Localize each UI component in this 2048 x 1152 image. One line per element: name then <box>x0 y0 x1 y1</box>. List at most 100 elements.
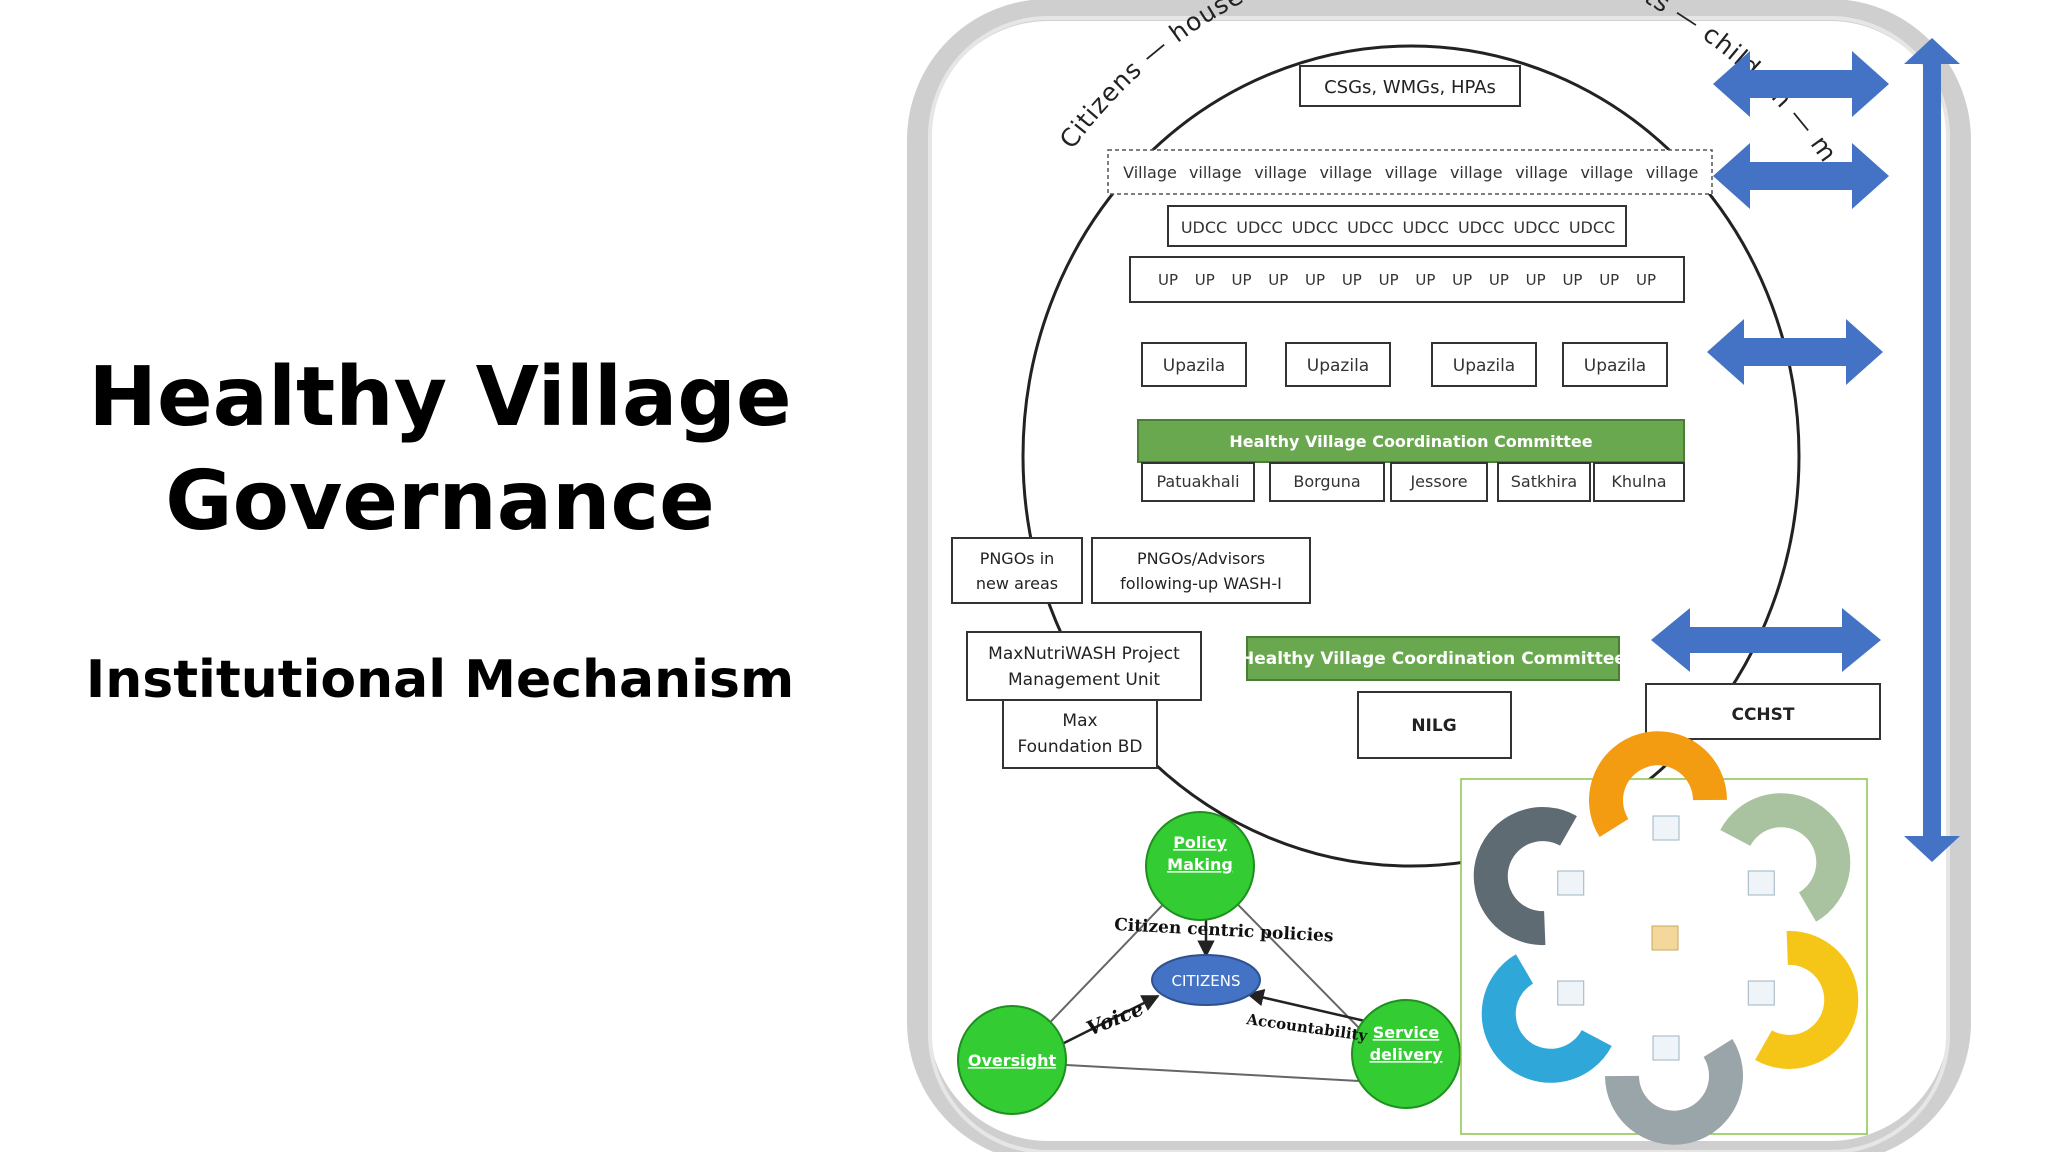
district-label: Borguna <box>1293 472 1360 491</box>
pngo-advisors-box: PNGOs/Advisors following-up WASH-I <box>1091 537 1311 604</box>
pmu-line1: MaxNutriWASH Project <box>988 644 1180 664</box>
nilg-box: NILG <box>1357 691 1512 759</box>
udcc-label: UDCC <box>1403 218 1449 237</box>
up-label: UP <box>1562 271 1582 289</box>
oversight-node: Oversight <box>957 1005 1067 1115</box>
upazila-label: Upazila <box>1307 356 1369 376</box>
ring-segment <box>1589 731 1727 841</box>
csgs-box: CSGs, WMGs, HPAs <box>1299 65 1521 107</box>
ring-segment <box>1473 807 1585 946</box>
slide-title: Healthy Village Governance <box>0 346 880 554</box>
village-label: village <box>1254 163 1307 182</box>
cchst-label: CCHST <box>1731 705 1794 725</box>
diagram-frame-inner <box>928 16 1950 1152</box>
governance-circle <box>1021 44 1801 868</box>
hvcc-national-label: Healthy Village Coordination Committee <box>1240 649 1626 669</box>
upazila-label: Upazila <box>1163 356 1225 376</box>
upazila-label: Upazila <box>1584 356 1646 376</box>
udcc-label: UDCC <box>1236 218 1282 237</box>
district-box: Jessore <box>1390 462 1488 502</box>
pngo-new-line1: PNGOs in <box>980 549 1055 568</box>
max-foundation-box: Max Foundation BD <box>1002 699 1158 769</box>
pngo-advisors-line1: PNGOs/Advisors <box>1137 549 1265 568</box>
ring-segment <box>1605 1035 1743 1145</box>
pmu-line2: Management Unit <box>1008 670 1160 690</box>
pngo-new-line2: new areas <box>976 574 1058 593</box>
village-label: village <box>1515 163 1568 182</box>
up-label: UP <box>1305 271 1325 289</box>
double-arrow-3 <box>1707 319 1883 385</box>
ring-icon <box>1652 1035 1680 1061</box>
udcc-label: UDCC <box>1292 218 1338 237</box>
double-arrow-1 <box>1713 51 1889 117</box>
up-label: UP <box>1232 271 1252 289</box>
oversight-label: Oversight <box>968 1051 1057 1070</box>
up-label: UP <box>1489 271 1509 289</box>
udcc-label: UDCC <box>1569 218 1615 237</box>
district-label: Satkhira <box>1511 472 1577 491</box>
csgs-label: CSGs, WMGs, HPAs <box>1324 77 1496 98</box>
upazila-box: Upazila <box>1431 342 1537 387</box>
up-label: UP <box>1415 271 1435 289</box>
nilg-label: NILG <box>1411 716 1456 736</box>
ring-icon <box>1557 870 1585 896</box>
up-label: UP <box>1452 271 1472 289</box>
service-delivery-line1: Service <box>1373 1023 1440 1042</box>
up-label: UP <box>1195 271 1215 289</box>
ring-icon <box>1557 980 1585 1006</box>
up-label: UP <box>1599 271 1619 289</box>
up-label: UP <box>1158 271 1178 289</box>
upazila-box: Upazila <box>1285 342 1391 387</box>
policy-making-line1: Policy <box>1173 833 1227 852</box>
district-box: Patuakhali <box>1141 462 1255 502</box>
max-line1: Max <box>1062 711 1097 731</box>
district-row: Patuakhali Borguna Jessore Satkhira Khulna <box>1141 462 1685 502</box>
village-label: village <box>1580 163 1633 182</box>
hvcc-district-label: Healthy Village Coordination Committee <box>1229 432 1592 451</box>
ring-icon <box>1747 870 1775 896</box>
title-block: Healthy Village Governance Institutional… <box>0 0 880 1152</box>
district-label: Jessore <box>1409 472 1467 491</box>
governance-triangle: Policy Making Oversight Service delivery… <box>957 811 1461 1115</box>
ring-segment <box>1747 930 1859 1069</box>
double-arrows <box>1651 38 1960 862</box>
slide-title-line1: Healthy Village <box>88 350 792 445</box>
upazila-box: Upazila <box>1562 342 1668 387</box>
up-label: UP <box>1268 271 1288 289</box>
up-label: UP <box>1526 271 1546 289</box>
district-box: Khulna <box>1593 462 1685 502</box>
citizens-label: CITIZENS <box>1172 972 1241 990</box>
district-label: Patuakhali <box>1156 472 1239 491</box>
policy-making-line2: Making <box>1167 855 1233 874</box>
service-delivery-line2: delivery <box>1370 1045 1443 1064</box>
cycle-graphic-panel <box>1460 731 1868 1145</box>
up-label: UP <box>1636 271 1656 289</box>
cchst-box: CCHST <box>1645 683 1881 740</box>
udcc-label: UDCC <box>1513 218 1559 237</box>
ring-segment <box>1481 954 1612 1083</box>
upazila-row: Upazila Upazila Upazila Upazila <box>1141 342 1668 387</box>
hvcc-national-header: Healthy Village Coordination Committee <box>1240 636 1626 681</box>
up-label: UP <box>1379 271 1399 289</box>
village-label: village <box>1450 163 1503 182</box>
pngo-advisors-line2: following-up WASH-I <box>1120 574 1282 593</box>
pngo-new-box: PNGOs in new areas <box>951 537 1083 604</box>
udcc-label: UDCC <box>1458 218 1504 237</box>
vertical-double-arrow <box>1904 38 1960 862</box>
district-label: Khulna <box>1611 472 1666 491</box>
district-box: Borguna <box>1269 462 1385 502</box>
ring-icon <box>1652 815 1680 841</box>
hvcc-district-header: Healthy Village Coordination Committee <box>1137 419 1685 463</box>
ring-icon <box>1747 980 1775 1006</box>
max-line2: Foundation BD <box>1017 737 1142 757</box>
village-label: village <box>1646 163 1699 182</box>
district-box: Satkhira <box>1497 462 1591 502</box>
village-label: village <box>1319 163 1372 182</box>
double-arrow-2 <box>1713 143 1889 209</box>
policy-making-node: Policy Making <box>1145 811 1255 921</box>
village-label: village <box>1385 163 1438 182</box>
